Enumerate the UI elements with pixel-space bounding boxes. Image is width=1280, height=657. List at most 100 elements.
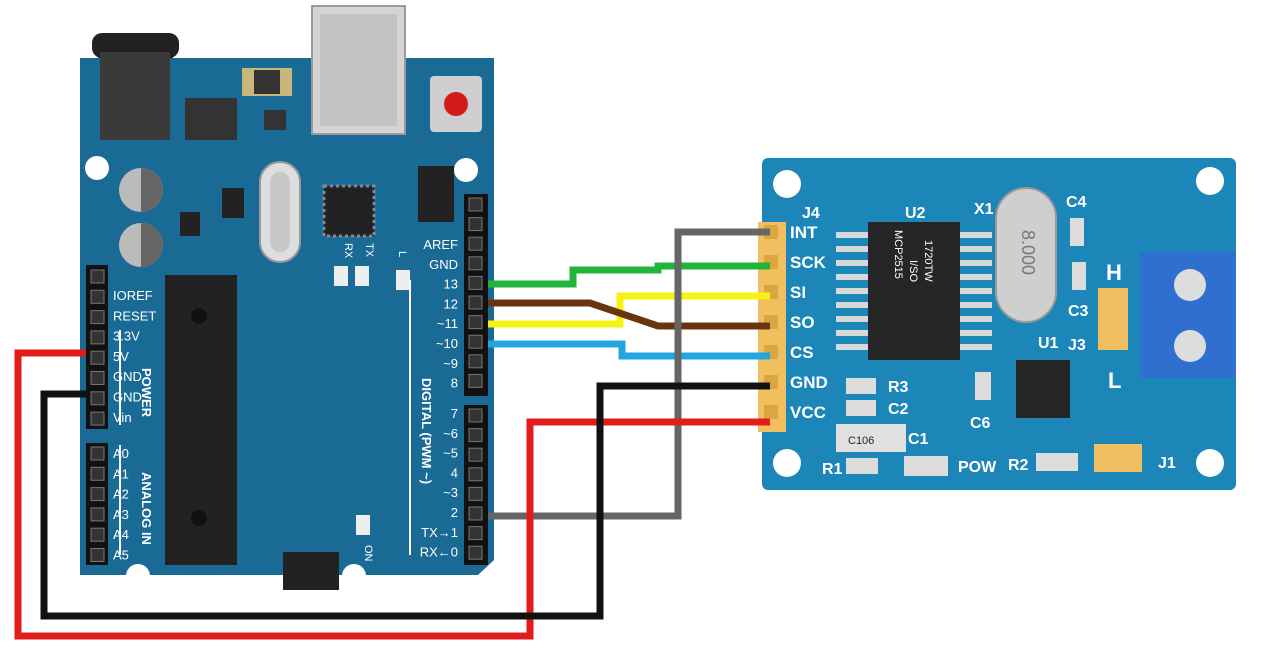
power-pin-label: GND <box>113 390 142 405</box>
digital-pin-label: ~11 <box>437 316 458 331</box>
module-pin-label: GND <box>790 373 828 392</box>
header-socket <box>90 269 105 284</box>
chip-leg <box>836 344 868 350</box>
digital-pin-label: 12 <box>444 296 458 311</box>
wire-13-sck <box>488 262 770 288</box>
digital-pin-label: GND <box>429 257 458 272</box>
analog-pin-label: A5 <box>113 548 129 563</box>
wire-5v-vcc <box>14 349 770 640</box>
header-socket <box>90 330 105 345</box>
chip-leg <box>836 246 868 252</box>
chip-leg <box>960 232 992 238</box>
header-socket <box>90 350 105 365</box>
component-label-r2: R2 <box>1008 457 1029 474</box>
header-socket <box>90 289 105 304</box>
header-socket <box>90 371 105 385</box>
header-socket <box>90 527 105 542</box>
header-socket <box>90 548 105 562</box>
svg-text:8.000: 8.000 <box>1018 230 1038 275</box>
header-socket <box>468 315 483 330</box>
header-socket <box>468 334 483 349</box>
mcp2515-chip <box>868 222 960 360</box>
analog-pin-label: A3 <box>113 507 129 522</box>
header-socket <box>90 446 105 461</box>
digital-pin-label: 8 <box>451 376 458 391</box>
component-label-c6: C6 <box>970 415 991 432</box>
header-socket <box>90 466 105 481</box>
header-socket <box>468 526 483 541</box>
digital-pin-label: ~5 <box>443 446 458 461</box>
power-pin-label: IOREF <box>113 288 153 303</box>
component-label-pow: POW <box>958 459 997 476</box>
power-pin-label: 3.3V <box>113 329 140 344</box>
analog-pin-label: A2 <box>113 487 129 502</box>
header-socket <box>468 408 483 423</box>
chip-leg <box>960 274 992 280</box>
header-socket <box>468 275 483 290</box>
analog-header <box>86 443 108 565</box>
chip-leg <box>960 330 992 336</box>
component-label-j1: J1 <box>1158 455 1176 472</box>
chip-leg <box>836 302 868 308</box>
svg-text:1720TW: 1720TW <box>922 240 934 282</box>
chip-leg <box>836 274 868 280</box>
svg-text:I/SO: I/SO <box>907 260 919 282</box>
module-pin <box>764 405 778 419</box>
analog-in-label: ANALOG IN <box>139 472 154 545</box>
header-socket <box>468 467 483 482</box>
module-pin-label: CS <box>790 343 814 362</box>
header-socket <box>468 447 483 462</box>
tja1050-chip <box>1016 360 1070 418</box>
chip-leg <box>960 316 992 322</box>
digital-pin-label: 4 <box>451 465 458 480</box>
header-socket <box>468 428 483 443</box>
crystal-8mhz <box>995 187 1057 323</box>
chip-leg <box>960 246 992 252</box>
header-socket <box>90 507 105 522</box>
chip-leg <box>836 316 868 322</box>
header-socket <box>468 506 483 521</box>
chip-leg <box>836 288 868 294</box>
chip-leg <box>960 302 992 308</box>
module-pin-label: SO <box>790 313 815 332</box>
component-label-c1: C1 <box>908 431 929 448</box>
power-pin-label: 5V <box>113 349 129 364</box>
chip-leg <box>960 288 992 294</box>
wire-10-cs <box>488 340 770 360</box>
power-pin-label: Vin <box>113 410 132 425</box>
header-socket <box>468 295 483 310</box>
header-socket <box>468 217 483 232</box>
module-pin-label: SI <box>790 283 806 302</box>
power-label: POWER <box>139 368 154 418</box>
mcp2515-module: MCP2515 I/SO 1720TW 8.000 C106 INTSCKSIS… <box>758 158 1236 490</box>
component-label-u2: U2 <box>905 205 926 222</box>
digital-pin-label: 7 <box>451 406 458 421</box>
power-header <box>86 265 108 429</box>
module-pin-label: VCC <box>790 403 826 422</box>
svg-text:C106: C106 <box>848 435 874 447</box>
analog-pin-label: A0 <box>113 446 129 461</box>
l-led-label: L <box>396 251 408 257</box>
tx-led-label: TX <box>363 243 375 258</box>
digital-pin-label: TX→1 <box>421 525 458 540</box>
digital-pin-label: RX←0 <box>420 545 458 560</box>
power-pin-label: GND <box>113 369 142 384</box>
header-socket <box>468 373 483 388</box>
component-label-c3: C3 <box>1068 303 1089 320</box>
component-label-j3: J3 <box>1068 337 1086 354</box>
svg-text:MCP2515: MCP2515 <box>892 230 904 279</box>
on-led-label: ON <box>362 545 374 562</box>
header-socket <box>90 411 105 426</box>
header-socket <box>468 256 483 271</box>
component-label-x1: X1 <box>974 201 994 218</box>
header-socket <box>90 310 105 325</box>
component-label-u1: U1 <box>1038 335 1059 352</box>
header-socket <box>90 391 105 406</box>
analog-pin-label: A1 <box>113 466 129 481</box>
chip-leg <box>836 330 868 336</box>
analog-pin-label: A4 <box>113 527 129 542</box>
component-label-c2: C2 <box>888 401 909 418</box>
digital-pin-label: 13 <box>444 277 458 292</box>
